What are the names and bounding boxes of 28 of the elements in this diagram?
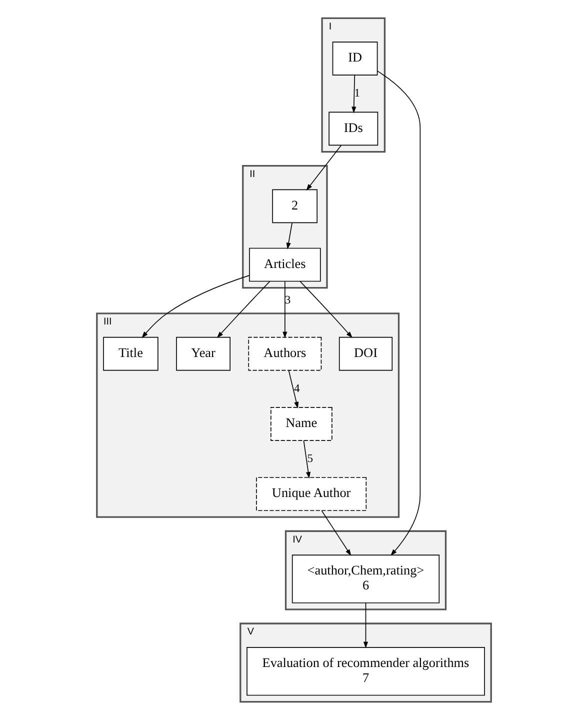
node-box: Unique Author xyxy=(256,477,366,511)
edge-label: 5 xyxy=(306,453,312,466)
node-box: DOI xyxy=(338,336,392,371)
node-box: Authors xyxy=(248,336,322,371)
arrow xyxy=(302,440,310,479)
edge-label: 3 xyxy=(284,294,290,307)
arrow xyxy=(282,281,287,338)
edge-label: 4 xyxy=(294,382,300,395)
arrow xyxy=(376,70,420,556)
node-box: <author,Chem,rating> 6 xyxy=(291,554,440,604)
arrow xyxy=(286,222,292,250)
arrow xyxy=(362,602,368,648)
arrow xyxy=(320,510,351,556)
arrow xyxy=(306,144,342,191)
node-box: ID xyxy=(332,42,378,76)
node-box: 2 xyxy=(272,189,317,224)
arrow xyxy=(216,281,270,338)
arrow xyxy=(299,281,352,338)
node-box: Title xyxy=(102,336,158,371)
node-box: Year xyxy=(176,336,230,371)
node-box: Evaluation of recommender algorithms 7 xyxy=(246,647,484,696)
edge-label: 1 xyxy=(354,88,360,100)
arrow xyxy=(288,370,298,408)
node-box: IDs xyxy=(328,112,378,146)
arrow xyxy=(351,74,356,114)
arrow xyxy=(141,275,250,338)
node-box: Name xyxy=(270,407,332,441)
node-box: Articles xyxy=(248,248,320,282)
